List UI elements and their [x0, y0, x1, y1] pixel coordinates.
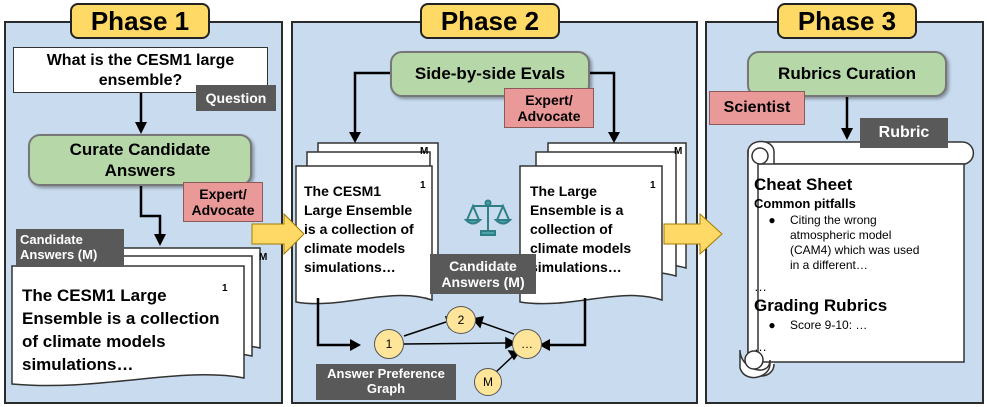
- score-bullet: Score 9-10: …: [790, 318, 868, 332]
- evals-arrows: [353, 71, 616, 136]
- arrowhead-left-stack: [349, 132, 361, 143]
- arrowhead-right-stack: [608, 132, 620, 143]
- rubrics-curation-box: Rubrics Curation: [747, 51, 947, 97]
- edge-ellipsis-2: [479, 321, 515, 335]
- page-label-1: 1: [222, 283, 228, 294]
- pitfall-bullet-row: ● Citing the wrong atmospheric model (CA…: [754, 213, 964, 273]
- node-ellipsis: …: [512, 329, 542, 359]
- right-stack-to-graph: [548, 298, 587, 347]
- common-pitfalls-heading: Common pitfalls: [754, 196, 856, 211]
- edge-1-ellipsis: [403, 342, 507, 345]
- arrow-phase2-to-phase3: [663, 212, 723, 256]
- answer-preference-graph-tag: Answer Preference Graph: [316, 364, 456, 400]
- edge-m-ellipsis: [495, 355, 514, 373]
- edge-1-2: [403, 321, 447, 337]
- rubric-scroll: [739, 140, 974, 379]
- scientist-tag: Scientist: [709, 91, 805, 125]
- balance-scale-icon: [463, 199, 513, 236]
- curate-candidate-answers-box: Curate Candidate Answers: [28, 134, 252, 186]
- cheat-sheet-heading: Cheat Sheet: [754, 175, 853, 194]
- phase1-candidate-answers-tag: Candidate Answers (M): [16, 229, 124, 267]
- phase2-title: Phase 2: [420, 3, 560, 39]
- phase1-answer-text: The CESM1 Large Ensemble is a collection…: [22, 286, 220, 374]
- right-page-label-1: 1: [650, 180, 656, 191]
- curate-to-pages-arrow: [139, 186, 162, 238]
- grading-rubrics-heading: Grading Rubrics: [754, 296, 888, 315]
- page-front: [11, 265, 245, 387]
- rubric-content: Cheat Sheet Common pitfalls ● Citing the…: [754, 174, 964, 354]
- phase2-expert-advocate-tag: Expert/ Advocate: [504, 88, 594, 128]
- bullet-icon: ●: [768, 213, 776, 227]
- right-page-front: [519, 165, 663, 305]
- question-tag: Question: [196, 85, 276, 111]
- left-page-label-1: 1: [420, 180, 426, 191]
- phase2-candidate-answers-tag: Candidate Answers (M): [430, 254, 536, 294]
- left-stack-to-graph: [316, 298, 352, 347]
- score-bullet-row: ● Score 9-10: …: [754, 318, 964, 333]
- pitfall-bullet: Citing the wrong atmospheric model (CAM4…: [790, 213, 920, 272]
- left-doc-text: The CESM1 Large Ensemble is a collection…: [304, 183, 414, 275]
- rubric-tag: Rubric: [860, 118, 948, 148]
- bullet-icon: ●: [768, 318, 776, 332]
- left-page-label-m: M: [420, 146, 429, 157]
- phase3-title: Phase 3: [777, 3, 917, 39]
- node-m: M: [474, 368, 502, 396]
- page-label-m: M: [259, 252, 268, 263]
- ellipsis-1: …: [754, 279, 767, 294]
- phase1-title: Phase 1: [70, 3, 210, 39]
- node-2: 2: [446, 306, 476, 334]
- right-doc-text: The Large Ensemble is a collection of cl…: [530, 183, 632, 275]
- ellipsis-2: …: [754, 339, 767, 354]
- node-1: 1: [374, 329, 404, 359]
- arrow-phase1-to-phase2: [251, 212, 305, 256]
- left-page-front: [295, 165, 433, 305]
- phase1-expert-advocate-tag: Expert/ Advocate: [183, 182, 263, 222]
- right-page-label-m: M: [674, 146, 683, 157]
- side-by-side-evals-box: Side-by-side Evals: [390, 51, 590, 97]
- question-text: What is the CESM1 large ensemble?: [46, 52, 235, 89]
